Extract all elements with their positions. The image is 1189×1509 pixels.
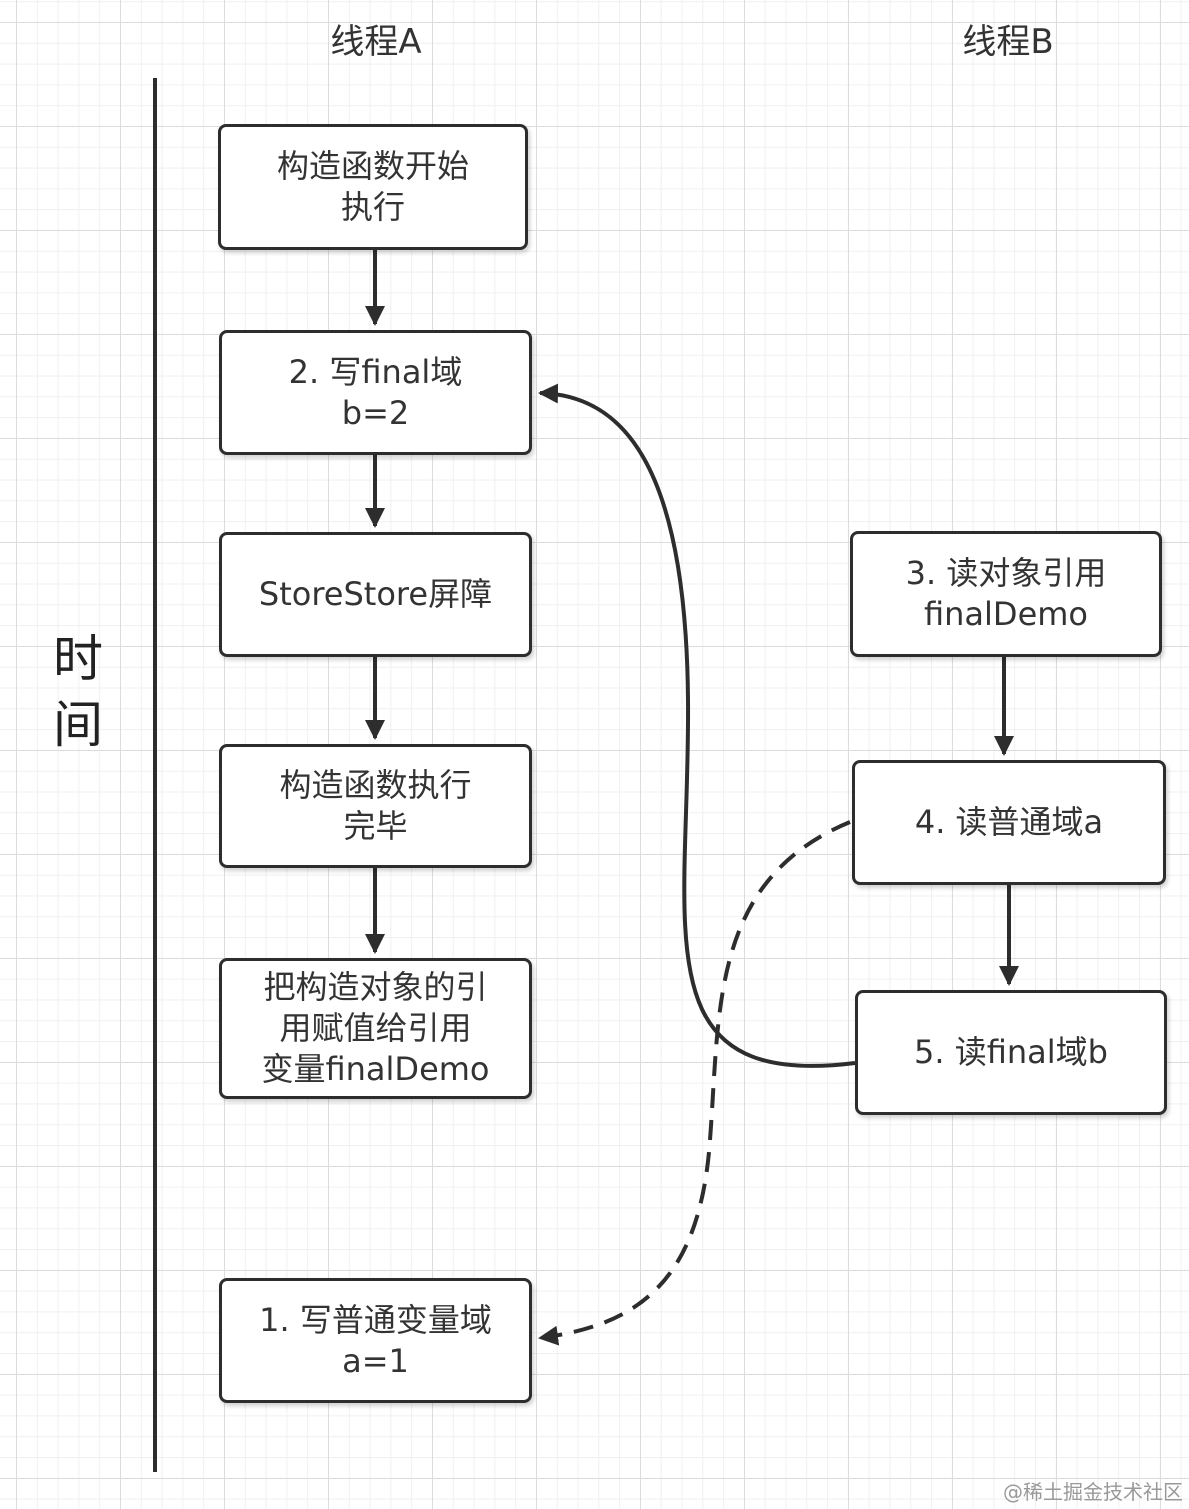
time-label-char-1: 时 bbox=[53, 630, 103, 688]
box-ctor-end: 构造函数执行 完毕 bbox=[219, 744, 532, 868]
box-read-normal: 4. 读普通域a bbox=[852, 760, 1166, 885]
box-write-normal-text: 1. 写普通变量域 a=1 bbox=[259, 1300, 492, 1380]
curve-read-normal-to-write-normal bbox=[538, 820, 851, 1346]
box-storestore-barrier: StoreStore屏障 bbox=[219, 532, 532, 657]
thread-b-header: 线程B bbox=[962, 22, 1054, 62]
box-write-normal: 1. 写普通变量域 a=1 bbox=[219, 1278, 532, 1403]
curve-read-final-to-write-final bbox=[538, 383, 856, 1068]
box-ctor-start-text: 构造函数开始 执行 bbox=[276, 147, 469, 226]
box-read-normal-text: 4. 读普通域a bbox=[914, 803, 1104, 841]
box-read-final-text: 5. 读final域b bbox=[914, 1033, 1108, 1071]
watermark: @稀土掘金技术社区 bbox=[1003, 1480, 1183, 1504]
box-ctor-end-text: 构造函数执行 完毕 bbox=[279, 766, 472, 845]
box-assign-reference: 把构造对象的引 用赋值给引用 变量finalDemo bbox=[219, 958, 532, 1099]
box-read-reference-text: 3. 读对象引用 finalDemo bbox=[905, 554, 1107, 633]
box-write-final: 2. 写final域 b=2 bbox=[219, 330, 532, 455]
box-assign-reference-text: 把构造对象的引 用赋值给引用 变量finalDemo bbox=[261, 968, 490, 1088]
box-storestore-barrier-text: StoreStore屏障 bbox=[258, 575, 493, 613]
time-axis-label: 时 间 bbox=[48, 626, 108, 758]
box-read-final: 5. 读final域b bbox=[855, 990, 1167, 1115]
box-write-final-text: 2. 写final域 b=2 bbox=[288, 352, 463, 432]
time-label-char-2: 间 bbox=[53, 696, 103, 754]
box-read-reference: 3. 读对象引用 finalDemo bbox=[850, 531, 1162, 657]
box-ctor-start: 构造函数开始 执行 bbox=[218, 124, 528, 250]
thread-a-header: 线程A bbox=[330, 22, 422, 62]
